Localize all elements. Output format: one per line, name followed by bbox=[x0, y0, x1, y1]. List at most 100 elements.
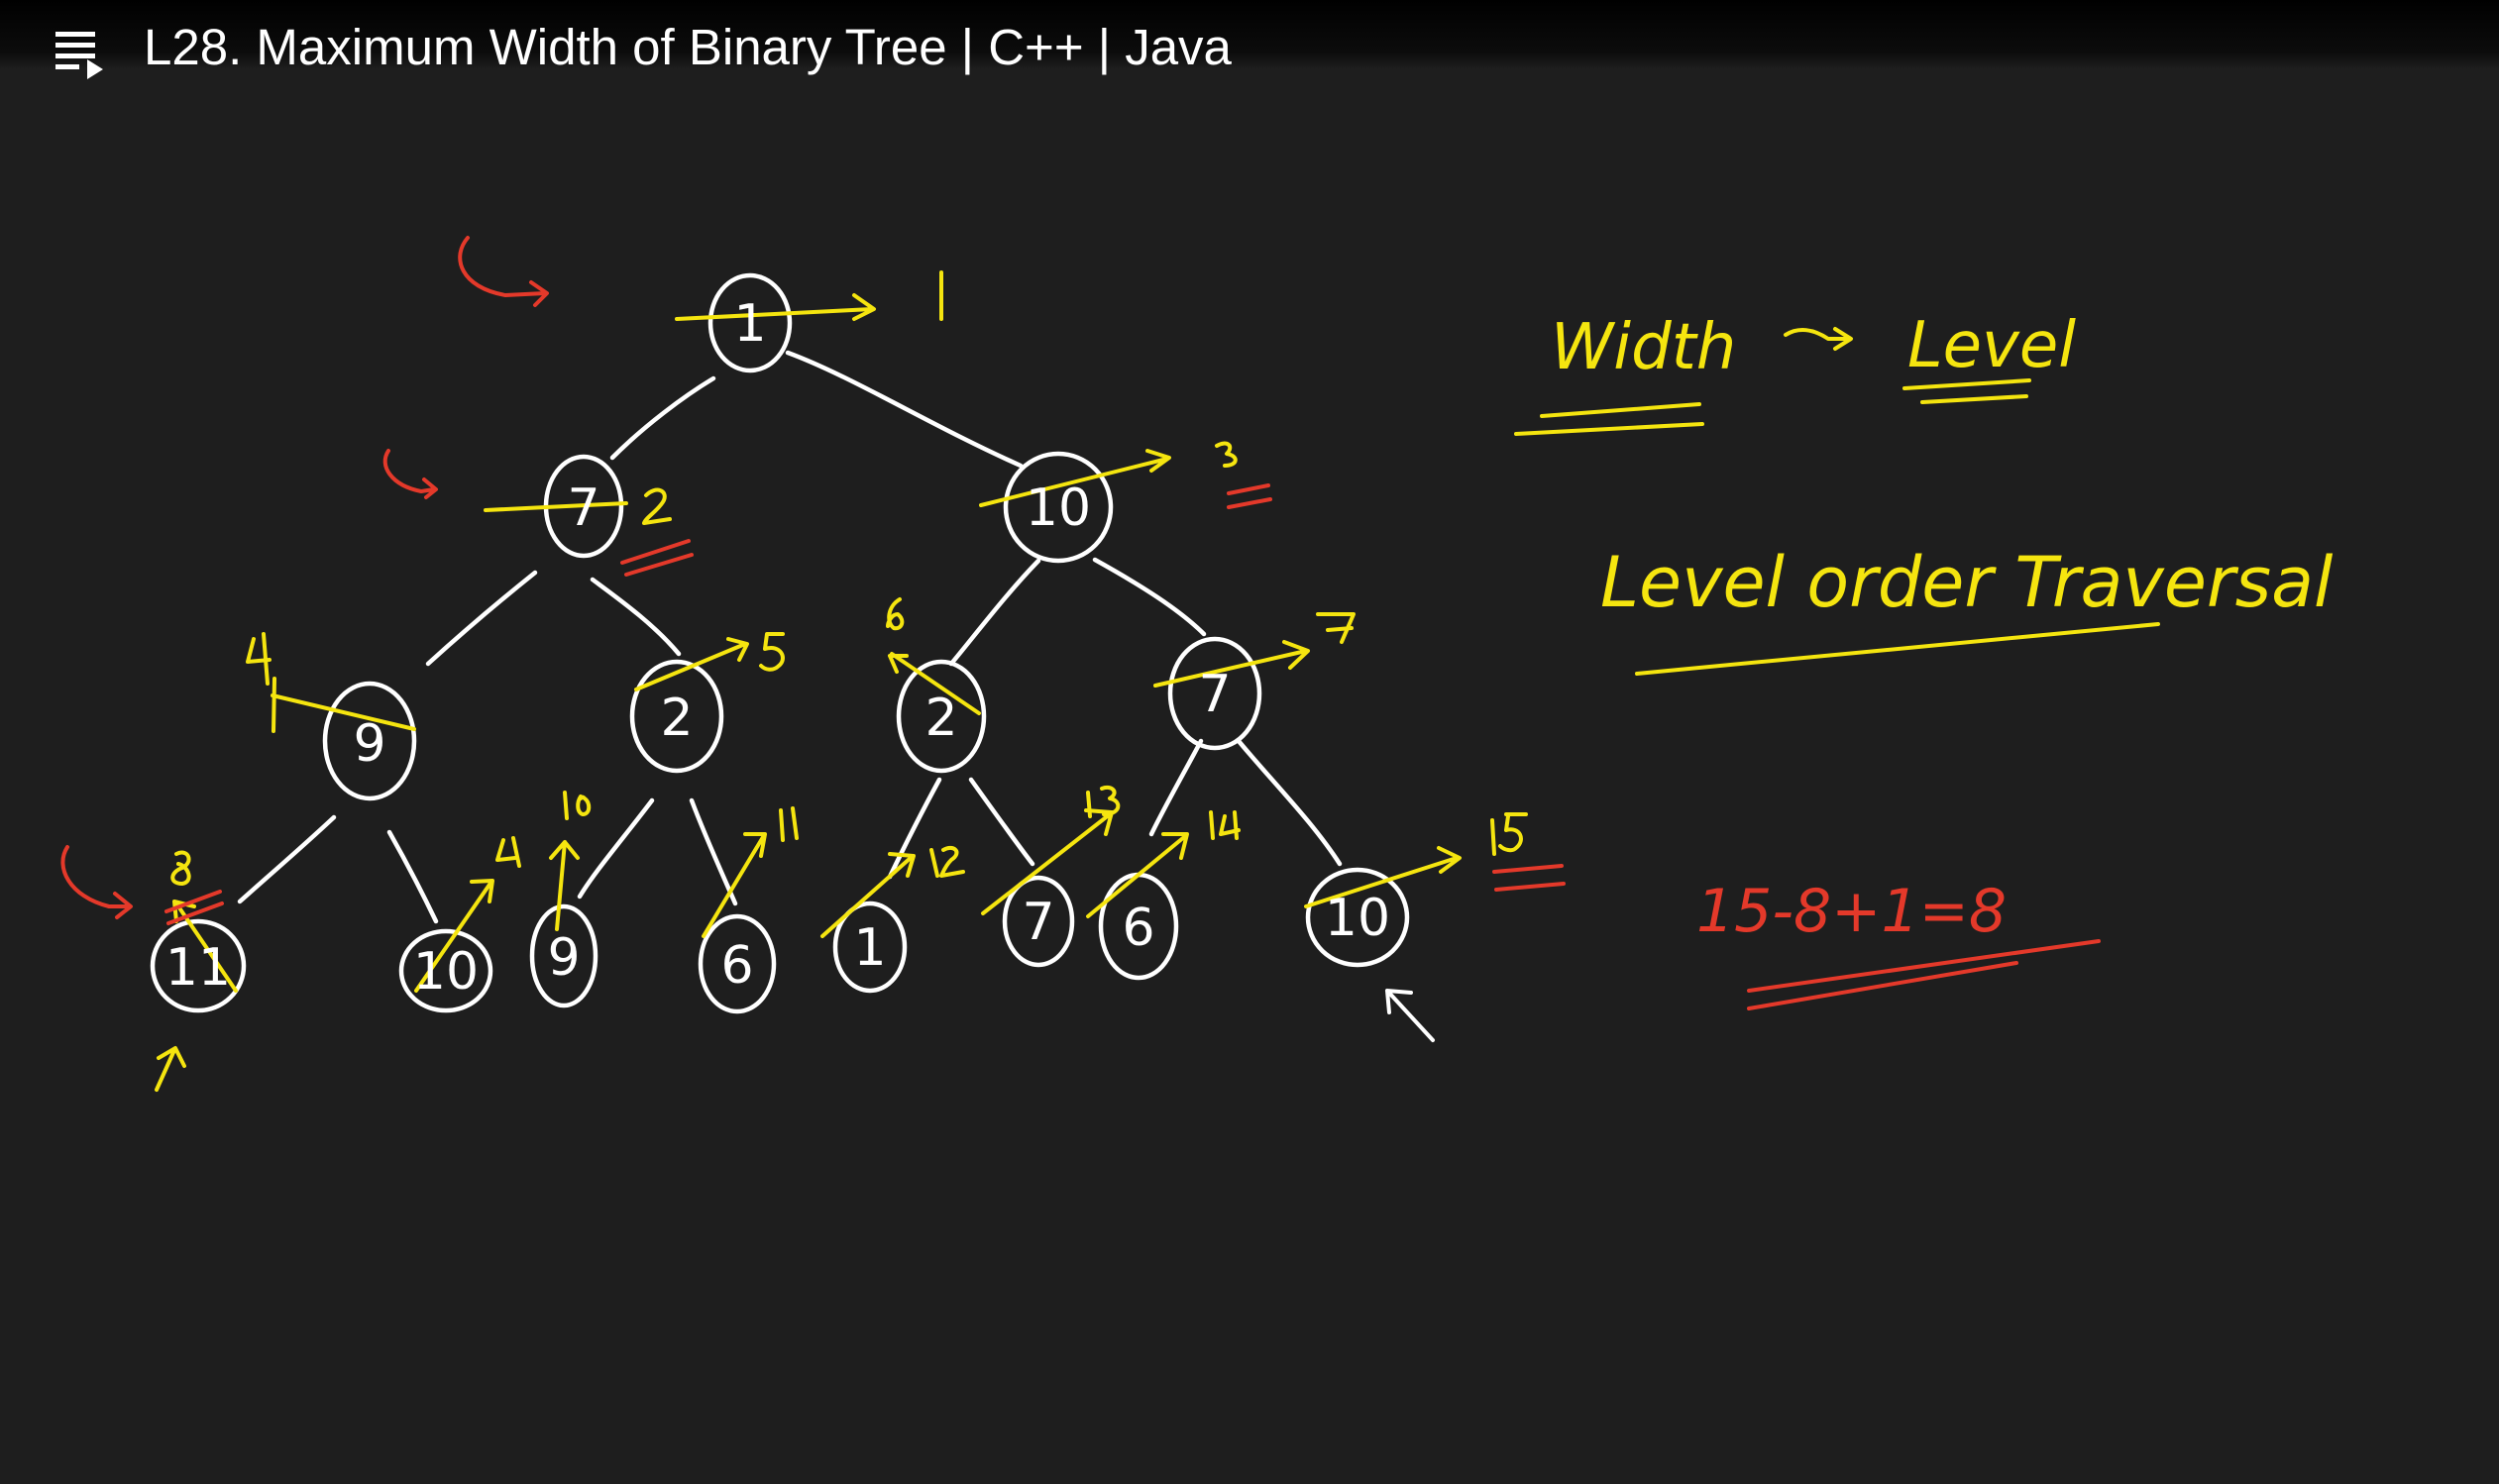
node-circle bbox=[398, 928, 493, 1013]
tree-edge bbox=[968, 777, 1035, 867]
pointer-arrow bbox=[155, 1046, 186, 1092]
strike-arrow bbox=[702, 832, 767, 938]
node-circle bbox=[529, 903, 598, 1008]
underline bbox=[1635, 622, 2160, 676]
node-value: 11 bbox=[165, 938, 231, 998]
note-width: Width bbox=[1551, 311, 1736, 384]
node-circle bbox=[707, 272, 793, 373]
strike-arrow bbox=[1153, 640, 1310, 688]
node-value: 7 bbox=[1022, 893, 1054, 952]
strike-arrow bbox=[1304, 846, 1462, 908]
tree-edge bbox=[237, 814, 337, 904]
node-value: 7 bbox=[1198, 665, 1231, 724]
index-label bbox=[929, 845, 965, 878]
node-value: 10 bbox=[1026, 478, 1091, 538]
tree-edge bbox=[590, 577, 682, 657]
notes: Width Level Level order Traversal bbox=[1551, 309, 2334, 623]
strike-arrow bbox=[271, 677, 416, 733]
double-underline bbox=[1227, 483, 1272, 509]
index-label bbox=[170, 850, 191, 886]
note-formula: 15-8+1=8 bbox=[1696, 877, 2007, 946]
node-value: 7 bbox=[567, 478, 599, 538]
index-label bbox=[246, 632, 272, 686]
tree-edge bbox=[1148, 738, 1204, 837]
strike-arrow bbox=[549, 840, 580, 931]
node-value: 9 bbox=[353, 714, 385, 774]
index-label bbox=[642, 487, 672, 525]
node-circle bbox=[1167, 636, 1262, 751]
underline bbox=[1902, 378, 2031, 404]
player-title-bar: L28. Maximum Width of Binary Tree | C++ … bbox=[0, 0, 2499, 79]
note-level: Level bbox=[1907, 309, 2076, 382]
index-label bbox=[1490, 812, 1528, 856]
tree-edge bbox=[609, 375, 716, 461]
strike-arrow bbox=[675, 293, 876, 321]
node-value: 10 bbox=[1325, 889, 1390, 948]
pointer-arrow-white bbox=[1385, 989, 1435, 1042]
node-circle bbox=[1003, 451, 1114, 564]
node-value: 6 bbox=[720, 936, 753, 996]
note-width-level bbox=[1514, 327, 2160, 676]
node-value: 9 bbox=[547, 928, 580, 988]
node-circle bbox=[322, 681, 417, 801]
strike-arrow bbox=[820, 852, 916, 938]
double-underline bbox=[620, 539, 694, 577]
node-circle bbox=[698, 913, 777, 1014]
playlist-icon-glyph bbox=[55, 32, 103, 79]
node-value: 1 bbox=[733, 294, 766, 354]
underline bbox=[1514, 402, 1704, 436]
playlist-icon[interactable] bbox=[52, 28, 113, 83]
node-value: 1 bbox=[853, 918, 886, 978]
formula-underline bbox=[1747, 939, 2101, 1010]
formula-group: 15-8+1=8 bbox=[1696, 877, 2007, 946]
index-numbers bbox=[170, 270, 1528, 886]
node-value: 10 bbox=[413, 942, 479, 1002]
double-underline bbox=[1492, 864, 1566, 892]
tree-edge bbox=[948, 558, 1041, 667]
node-circle bbox=[1002, 875, 1075, 968]
strike-arrow bbox=[888, 652, 981, 715]
curved-arrow bbox=[382, 449, 438, 499]
node-circle bbox=[896, 659, 987, 774]
strike-arrow bbox=[484, 501, 628, 512]
pointer-arrow bbox=[1385, 989, 1435, 1042]
note-traversal: Level order Traversal bbox=[1600, 542, 2334, 623]
index-label bbox=[779, 806, 799, 842]
tree-edge bbox=[887, 777, 942, 880]
index-label bbox=[495, 836, 521, 868]
node-value: 2 bbox=[924, 689, 957, 748]
index-label bbox=[1086, 786, 1121, 818]
strike-arrow bbox=[979, 449, 1171, 507]
index-label bbox=[563, 791, 592, 820]
tree-edge bbox=[689, 797, 738, 906]
tree-edge bbox=[577, 797, 655, 900]
tree-edge bbox=[386, 829, 439, 924]
index-label bbox=[886, 597, 905, 631]
tree-edge bbox=[1236, 738, 1343, 867]
red-markers bbox=[60, 236, 1566, 925]
node-value: 6 bbox=[1122, 899, 1154, 958]
underline bbox=[1747, 939, 2101, 1010]
node-circles bbox=[150, 272, 1410, 1014]
node-circle bbox=[832, 901, 908, 994]
arrow-icon bbox=[1784, 327, 1853, 351]
node-circle bbox=[1305, 867, 1410, 968]
strike-arrow bbox=[1086, 832, 1189, 918]
index-label bbox=[1316, 612, 1356, 644]
curved-arrow bbox=[60, 845, 133, 919]
index-label bbox=[1215, 441, 1238, 468]
node-circle bbox=[150, 918, 247, 1013]
index-arrows bbox=[155, 293, 1462, 1092]
index-label bbox=[759, 632, 785, 672]
tree-edge bbox=[425, 570, 538, 667]
tree-edges bbox=[237, 350, 1343, 924]
index-label bbox=[1209, 810, 1241, 840]
tree-edge bbox=[785, 350, 1024, 469]
strike-arrow bbox=[634, 637, 749, 691]
strike-arrow bbox=[414, 879, 494, 993]
tree-edge bbox=[1092, 557, 1207, 637]
node-circle bbox=[629, 659, 724, 774]
video-title[interactable]: L28. Maximum Width of Binary Tree | C++ … bbox=[144, 19, 1232, 75]
